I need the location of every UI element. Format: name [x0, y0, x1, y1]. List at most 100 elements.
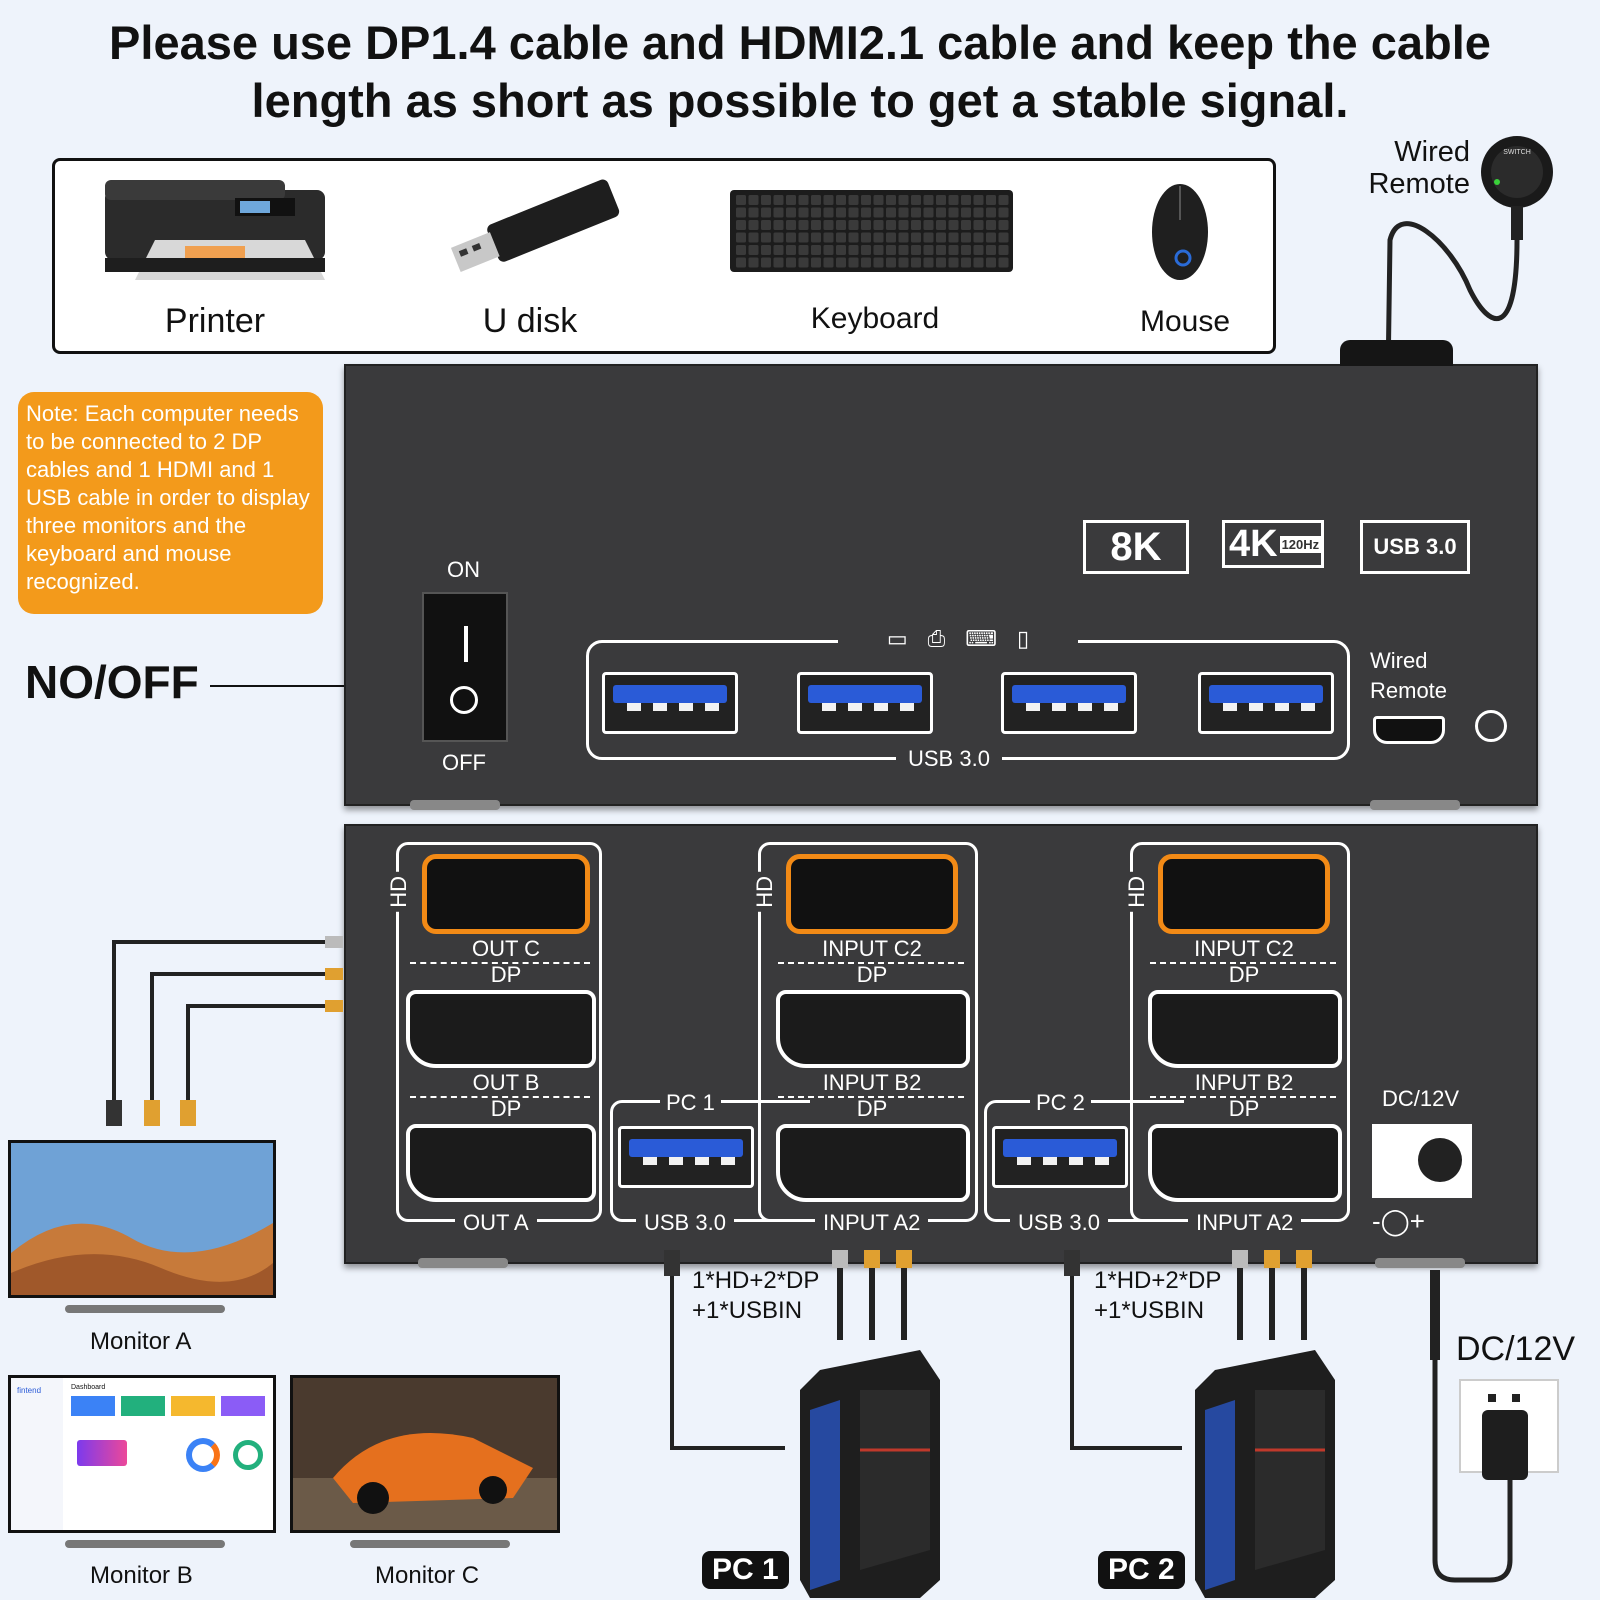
- udisk-label: U disk: [482, 302, 578, 340]
- pc1-cable-info: 1*HD+2*DP +1*USBIN: [692, 1266, 819, 1326]
- monitor-b-card-3: [171, 1396, 215, 1416]
- pc1-divider-1: [778, 962, 964, 964]
- headline: Please use DP1.4 cable and HDMI2.1 cable…: [0, 14, 1600, 130]
- usb-group-label: USB 3.0: [896, 746, 1002, 772]
- headline-line-1: Please use DP1.4 cable and HDMI2.1 cable…: [109, 16, 1491, 69]
- wired-remote-caption: Wired Remote: [1340, 136, 1470, 200]
- pc2-tag: PC 2: [1098, 1551, 1185, 1589]
- pc2-dp-tag-2: DP: [1228, 1096, 1260, 1121]
- out-b-dp-port[interactable]: [406, 990, 596, 1068]
- out-divider-1: [410, 962, 590, 964]
- headline-line-2: length as short as possible to get a sta…: [251, 74, 1349, 127]
- pc1-hdmi-port[interactable]: [786, 854, 958, 934]
- pc2-dp-b2-label: INPUT B2: [1194, 1070, 1294, 1095]
- pc1-dp-a2-port[interactable]: [776, 1124, 970, 1202]
- pc2-dp-a2-port[interactable]: [1148, 1124, 1342, 1202]
- monitor-b: fintend Dashboard: [8, 1375, 276, 1533]
- pc1-hdmi-label: INPUT C2: [822, 936, 922, 961]
- dc-jack[interactable]: [1372, 1124, 1472, 1198]
- pc2-cable-info-line1: 1*HD+2*DP: [1094, 1267, 1222, 1294]
- back-foot-left: [418, 1258, 508, 1268]
- front-remote-line2: Remote: [1370, 678, 1448, 703]
- monitor-b-stand: [65, 1540, 225, 1548]
- badge-4k-text: 4K: [1229, 522, 1278, 565]
- front-usb-port-1[interactable]: [602, 672, 738, 734]
- pc1-tag: PC 1: [702, 1551, 789, 1589]
- pc1-usb-port[interactable]: [618, 1126, 754, 1188]
- pc2-usb-port[interactable]: [992, 1126, 1128, 1188]
- dc-port-label: DC/12V: [1382, 1086, 1460, 1111]
- remote-connector-icon: [1475, 710, 1507, 742]
- dc-adapter-label: DC/12V: [1456, 1330, 1576, 1368]
- keyboard-small-icon: ⌨: [965, 626, 998, 651]
- pc2-divider-1: [1150, 962, 1336, 964]
- monitor-c: [290, 1375, 560, 1533]
- power-adapter: [1430, 1270, 1559, 1583]
- out-dp-tag-1: DP: [490, 962, 522, 987]
- out-c-hdmi-port[interactable]: [422, 854, 590, 934]
- front-usb-port-3[interactable]: [1001, 672, 1137, 734]
- remote-switch-text: SWITCH: [1503, 149, 1531, 156]
- pc2-usb-label: USB 3.0: [1010, 1210, 1108, 1236]
- monitor-b-brand: fintend: [17, 1386, 42, 1395]
- monitor-b-label: Monitor B: [90, 1562, 193, 1589]
- mouse-icon: [1152, 184, 1208, 280]
- monitor-b-credit-card: [77, 1440, 127, 1466]
- power-on-label: ON: [447, 557, 480, 582]
- pc2-hdmi-label: INPUT C2: [1194, 936, 1294, 961]
- badge-usb3: USB 3.0: [1360, 520, 1470, 574]
- pc2-hd-tag: HD: [1124, 872, 1150, 912]
- pc2-cables: [1064, 1250, 1312, 1450]
- monitor-c-stand: [350, 1540, 510, 1548]
- printer-icon: [105, 180, 325, 280]
- front-remote-line1: Wired: [1370, 648, 1428, 673]
- keyboard-icon: [730, 190, 1013, 272]
- remote-port[interactable]: [1373, 716, 1445, 744]
- badge-4k: 4K 120Hz: [1222, 520, 1324, 568]
- pc1-cable-info-line2: +1*USBIN: [692, 1297, 803, 1324]
- monitor-b-sidebar: [11, 1378, 63, 1530]
- pc2-cable-info: 1*HD+2*DP +1*USBIN: [1094, 1266, 1221, 1326]
- wired-remote-line2: Remote: [1368, 168, 1470, 200]
- out-divider-2: [410, 1096, 590, 1098]
- pc2-tower: [1195, 1350, 1335, 1598]
- pc2-cable-info-line2: +1*USBIN: [1094, 1297, 1205, 1324]
- power-callout: NO/OFF: [25, 656, 199, 708]
- pc1-label: PC 1: [660, 1090, 721, 1116]
- mouse-small-icon: ▯: [1017, 626, 1030, 651]
- monitor-a-stand: [65, 1305, 225, 1313]
- badge-8k: 8K: [1083, 520, 1189, 574]
- out-c-label: OUT C: [471, 936, 541, 961]
- monitor-a-screen: [11, 1143, 273, 1295]
- out-hd-tag: HD: [386, 872, 412, 912]
- pc2-hdmi-port[interactable]: [1158, 854, 1330, 934]
- monitor-b-gauge: [233, 1440, 263, 1470]
- badge-120hz: 120Hz: [1279, 535, 1322, 553]
- monitor-b-screen: fintend Dashboard: [11, 1378, 273, 1530]
- pc1-hd-tag: HD: [752, 872, 778, 912]
- back-foot-right: [1375, 1258, 1465, 1268]
- foot-left: [410, 800, 500, 810]
- monitor-b-card-4: [221, 1396, 265, 1416]
- pc1-cable-info-line1: 1*HD+2*DP: [692, 1267, 820, 1294]
- wired-remote-line1: Wired: [1394, 136, 1470, 168]
- monitor-c-label: Monitor C: [375, 1562, 480, 1589]
- pc1-dp-b2-label: INPUT B2: [822, 1070, 922, 1095]
- pc1-cables: [664, 1250, 912, 1450]
- note-box: Note: Each computer needs to be connecte…: [18, 392, 323, 614]
- out-a-dp-port[interactable]: [406, 1124, 596, 1202]
- usb-drive-icon: [450, 179, 620, 273]
- dc-jack-hole: [1418, 1138, 1462, 1182]
- pc2-dp-b2-port[interactable]: [1148, 990, 1342, 1068]
- pc2-label: PC 2: [1030, 1090, 1091, 1116]
- front-usb-port-4[interactable]: [1198, 672, 1334, 734]
- pc2-dp-tag-1: DP: [1228, 962, 1260, 987]
- pc1-dp-tag-2: DP: [856, 1096, 888, 1121]
- printer-label: Printer: [164, 302, 266, 340]
- monitor-b-card-2: [121, 1396, 165, 1416]
- monitor-b-title: Dashboard: [71, 1384, 106, 1391]
- pc1-dp-b2-port[interactable]: [776, 990, 970, 1068]
- power-switch[interactable]: [422, 592, 508, 742]
- front-usb-port-2[interactable]: [797, 672, 933, 734]
- pc1-divider-2: [778, 1096, 964, 1098]
